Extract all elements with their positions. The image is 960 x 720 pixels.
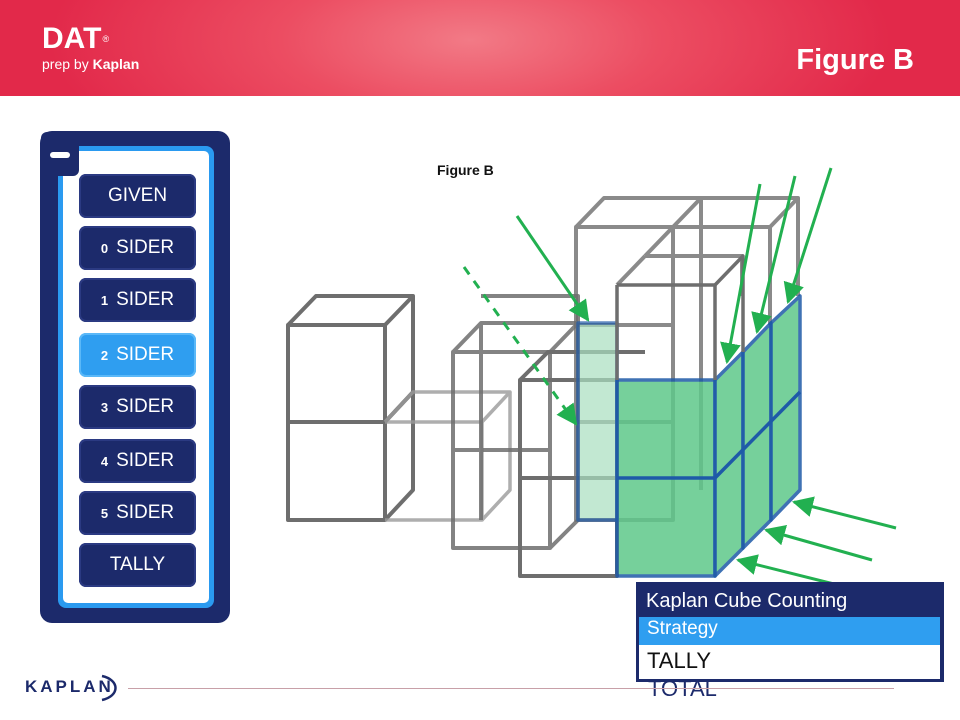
nav-number: 1 (100, 292, 109, 308)
nav-number: 3 (100, 399, 109, 415)
nav-label: SIDER (116, 289, 175, 310)
strategy-tally: TALLY (647, 648, 711, 673)
strategy-tally-bar: TALLY (639, 645, 940, 679)
nav-tally-button[interactable]: TALLY (79, 543, 196, 587)
page-title: Figure B (796, 44, 914, 76)
strategy-subtitle-bar: Strategy (639, 617, 940, 645)
green-highlight-faces (576, 254, 802, 578)
nav-number: 0 (100, 240, 109, 256)
arrow-6 (763, 525, 873, 562)
strategy-title: Kaplan Cube Counting (646, 590, 848, 612)
nav-0-sider-button[interactable]: 0 SIDER (79, 226, 196, 270)
arrow-3 (751, 175, 797, 335)
nav-label: GIVEN (107, 185, 168, 206)
footer-divider (128, 688, 894, 689)
nav-number: 2 (100, 347, 109, 363)
logo-sub-prefix: prep by (42, 56, 93, 72)
logo-sub-brand: Kaplan (92, 56, 140, 72)
nav-3-sider-button[interactable]: 3 SIDER (79, 385, 196, 429)
strategy-total: TOTAL (648, 676, 717, 701)
arrow-dashed (462, 266, 578, 426)
logo-mark: ® (102, 34, 110, 44)
logo-main: DAT (42, 22, 102, 55)
strategy-box: Kaplan Cube Counting Strategy TALLY (636, 582, 944, 682)
arrow-7 (735, 554, 843, 588)
strategy-subtitle: Strategy (647, 618, 718, 639)
nav-label: SIDER (116, 502, 175, 523)
nav-4-sider-button[interactable]: 4 SIDER (79, 439, 196, 483)
minus-icon (50, 152, 70, 158)
kaplan-logo: KAPLAN (25, 677, 114, 696)
nav-label: SIDER (116, 450, 175, 471)
dat-logo: DAT® prep by Kaplan (42, 22, 140, 73)
arrow-4 (783, 167, 833, 304)
nav-number: 5 (100, 505, 109, 521)
collapse-button[interactable] (41, 132, 79, 176)
green-arrows (462, 167, 897, 588)
figure-caption: Figure B (437, 162, 494, 178)
nav-5-sider-button[interactable]: 5 SIDER (79, 491, 196, 535)
arrow-1 (515, 215, 590, 322)
nav-2-sider-button[interactable]: 2 SIDER (79, 333, 196, 377)
nav-1-sider-button[interactable]: 1 SIDER (79, 278, 196, 322)
nav-number: 4 (100, 453, 109, 469)
nav-given-button[interactable]: GIVEN (79, 174, 196, 218)
arrow-5 (791, 496, 897, 530)
header-banner: DAT® prep by Kaplan Figure B (0, 0, 960, 96)
nav-label: TALLY (109, 554, 166, 575)
kaplan-swoosh-icon (101, 674, 117, 702)
cube-stack-left (286, 294, 415, 522)
arrow-2 (720, 183, 762, 365)
nav-label: SIDER (116, 344, 175, 365)
nav-label: SIDER (116, 237, 175, 258)
nav-label: SIDER (116, 396, 175, 417)
